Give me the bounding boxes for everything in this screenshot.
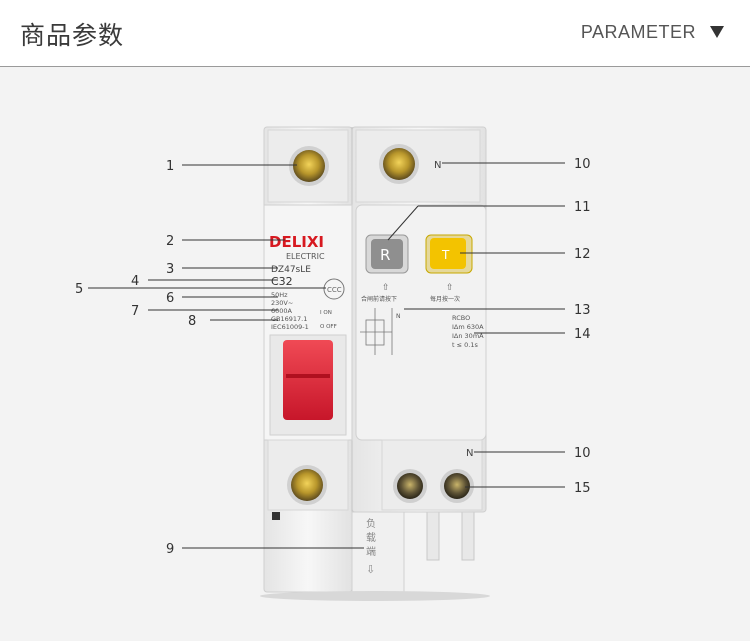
callout-8: 8 <box>188 314 196 329</box>
page-title: 商品参数 <box>20 21 125 50</box>
up-arrow-icon-2: ⇧ <box>446 283 454 293</box>
header-divider <box>0 66 750 67</box>
down-arrow-icon: ⇩ <box>366 563 375 576</box>
brand-sub: ELECTRIC <box>286 252 325 261</box>
load-label-3: 端 <box>366 545 376 558</box>
callout-4: 4 <box>131 274 139 289</box>
rating-label: C32 <box>271 275 293 288</box>
callout-2: 2 <box>166 234 174 249</box>
callout-9: 9 <box>166 542 174 557</box>
neutral-mark-diagram: N <box>396 313 401 320</box>
callout-6: 6 <box>166 291 174 306</box>
neutral-label-top: N <box>434 160 441 171</box>
model-label: DZ47sLE <box>271 265 311 275</box>
callout-13: 13 <box>574 303 591 318</box>
page-subtitle: PARAMETER <box>580 22 696 42</box>
rcbo-line-2: IΔm 630A <box>452 323 484 331</box>
callout-1: 1 <box>166 159 174 174</box>
load-label-1: 负 <box>366 517 376 530</box>
spec-line-4: GB16917.1 <box>271 315 307 323</box>
test-caption: 每月按一次 <box>430 295 460 303</box>
callout-3: 3 <box>166 262 174 277</box>
spec-line-2: 230V~ <box>271 299 293 307</box>
callout-11: 11 <box>574 200 591 215</box>
brand-logo: DELIXI <box>269 233 324 251</box>
callout-15: 15 <box>574 481 591 496</box>
breaker-photo: DELIXI ELECTRIC DZ47sLE C32 CCC 50Hz 230… <box>75 126 591 601</box>
circuit-diagram <box>360 308 393 355</box>
on-label: I ON <box>320 310 332 316</box>
terminal-screws <box>287 144 474 505</box>
callout-lines <box>88 162 565 549</box>
off-label: O OFF <box>320 324 337 330</box>
header-bar: 商品参数 PARAMETER <box>0 0 750 66</box>
ccc-mark-icon <box>323 278 345 300</box>
reset-button[interactable]: R <box>365 234 409 274</box>
callout-7: 7 <box>131 304 139 319</box>
svg-text:CCC: CCC <box>327 286 342 294</box>
reset-caption: 合闸前请按下 <box>361 295 397 303</box>
spec-line-3: 6000A <box>271 307 293 315</box>
load-label-2: 载 <box>366 532 376 544</box>
rcbo-line-4: t ≤ 0.1s <box>452 341 478 349</box>
test-button[interactable]: T <box>425 234 473 274</box>
callout-12: 12 <box>574 247 591 262</box>
rcbo-line-3: IΔn 30mA <box>452 332 484 340</box>
reset-button-label: R <box>380 246 390 264</box>
callout-14: 14 <box>574 327 591 342</box>
up-arrow-icon: ⇧ <box>382 283 390 293</box>
neutral-label-bottom: N <box>466 448 473 459</box>
test-button-label: T <box>441 248 450 262</box>
callout-5: 5 <box>75 282 83 297</box>
spec-line-5: IEC61009-1 <box>271 323 309 331</box>
breaker-handle[interactable] <box>269 334 347 436</box>
rcbo-line-1: RCBO <box>452 314 470 322</box>
spec-line-1: 50Hz <box>271 291 288 299</box>
triangle-down-icon <box>710 26 724 38</box>
callout-10: 10 <box>574 157 591 172</box>
callout-10-bottom: 10 <box>574 446 591 461</box>
